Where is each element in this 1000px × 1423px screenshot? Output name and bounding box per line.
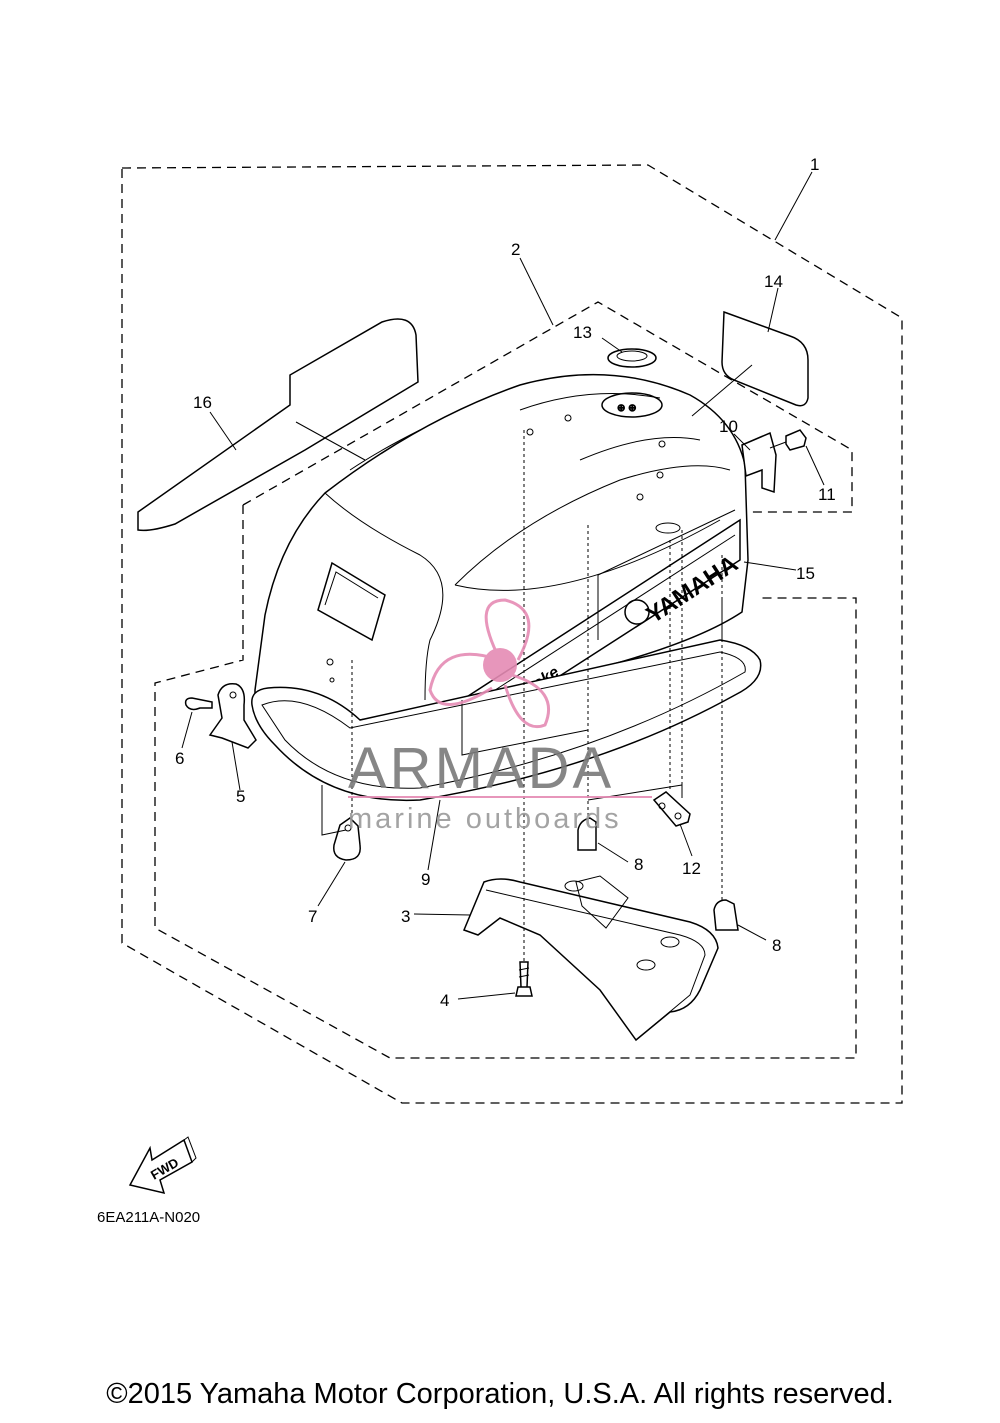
grommet-13 xyxy=(607,348,657,368)
callout-12: 12 xyxy=(682,859,701,878)
brand-logo-icon xyxy=(624,599,650,625)
copyright-notice: ©2015 Yamaha Motor Corporation, U.S.A. A… xyxy=(106,1378,894,1410)
callout-14: 14 xyxy=(764,272,783,291)
handle-3 xyxy=(463,878,719,1042)
plate-12 xyxy=(652,791,691,827)
callout-5: 5 xyxy=(236,787,245,806)
seal-strip-16 xyxy=(137,318,419,532)
callout-8a: 8 xyxy=(634,855,643,874)
svg-text:⊕ ⊕: ⊕ ⊕ xyxy=(617,403,637,414)
callout-10: 10 xyxy=(719,417,738,436)
bracket-10 xyxy=(741,431,777,494)
assembly-boundary-2 xyxy=(154,301,857,1059)
callout-2: 2 xyxy=(511,240,520,259)
callout-15: 15 xyxy=(796,564,815,583)
propeller-icon xyxy=(428,598,551,728)
cushion-8a xyxy=(577,817,597,851)
hook-5 xyxy=(208,682,257,749)
seal-ring-9 xyxy=(251,639,762,802)
callout-9: 9 xyxy=(421,870,430,889)
callout-6: 6 xyxy=(175,749,184,768)
callout-8b: 8 xyxy=(772,936,781,955)
watermark-name: ARMADA xyxy=(348,736,614,801)
callout-13: 13 xyxy=(573,323,592,342)
callout-16: 16 xyxy=(193,393,212,412)
fwd-arrow-icon: FWD xyxy=(128,1136,197,1195)
callout-7: 7 xyxy=(308,907,317,926)
callout-3: 3 xyxy=(401,907,410,926)
watermark-logo: ARMADA marine outboards xyxy=(348,598,652,835)
air-intake-vent xyxy=(317,561,386,642)
cushion-8b xyxy=(713,899,739,931)
diagram-code: 6EA211A-N020 xyxy=(97,1209,200,1226)
callout-11: 11 xyxy=(818,485,836,504)
callout-1: 1 xyxy=(810,155,819,174)
watermark-tagline: marine outboards xyxy=(348,803,622,835)
assembly-boundary-1 xyxy=(121,164,903,1104)
pin-6 xyxy=(184,697,213,711)
callout-4: 4 xyxy=(440,991,449,1010)
bolt-11 xyxy=(785,429,807,451)
clip-7 xyxy=(333,817,361,861)
screw-4 xyxy=(515,961,533,997)
decal-panel-14 xyxy=(721,310,809,407)
